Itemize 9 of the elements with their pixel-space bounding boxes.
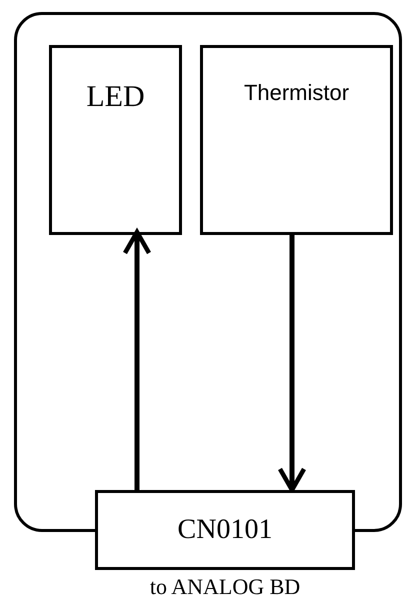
arrow xyxy=(278,232,306,492)
component-label: Thermistor xyxy=(244,82,350,104)
component-label: LED xyxy=(86,82,145,112)
connector-box xyxy=(95,490,355,570)
arrow xyxy=(122,230,152,490)
component-label: CN0101 xyxy=(178,516,272,544)
destination-note: to ANALOG BD xyxy=(148,576,302,598)
component-box xyxy=(200,45,393,235)
component-box xyxy=(49,45,182,235)
